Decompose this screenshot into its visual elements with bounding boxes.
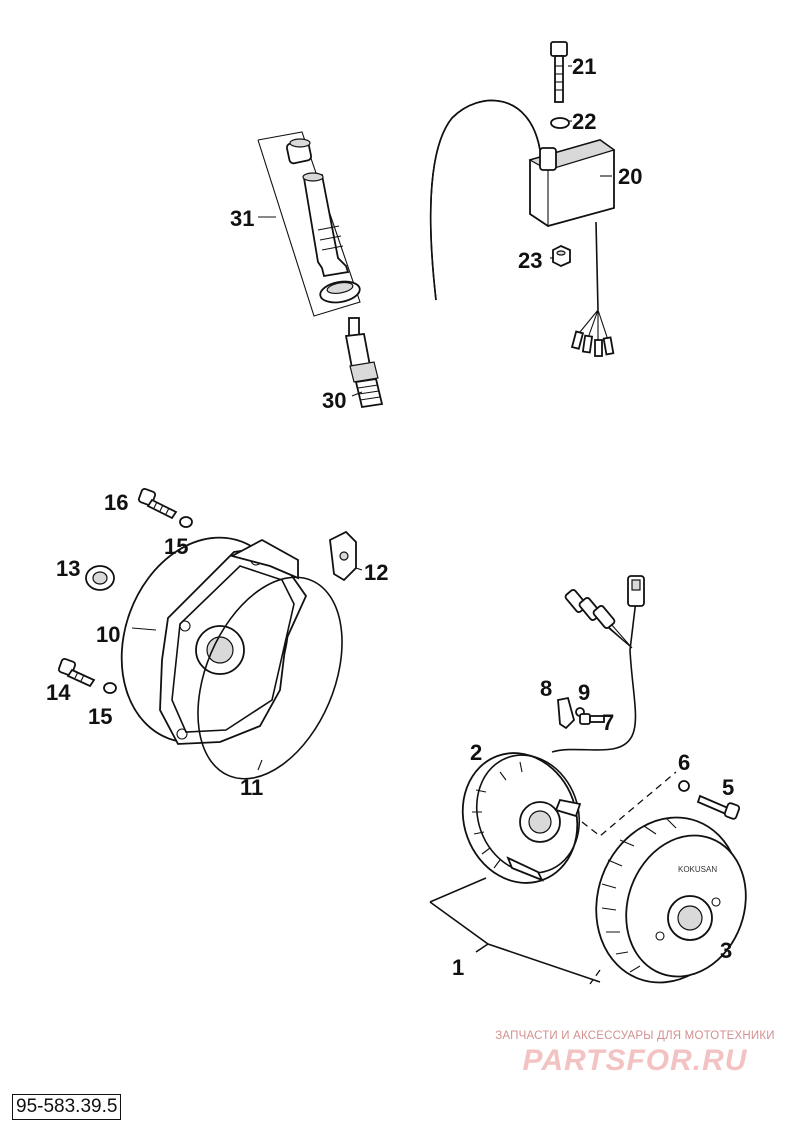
stator bbox=[461, 575, 645, 884]
assembly-dashed-line bbox=[581, 771, 677, 837]
callout-23: 23 bbox=[518, 248, 542, 273]
cable-clip bbox=[329, 530, 357, 582]
callout-22: 22 bbox=[572, 109, 596, 134]
coil-washer bbox=[550, 117, 570, 129]
watermark-logo: PARTSFOR.RU bbox=[522, 1044, 748, 1077]
callout-15-top: 15 bbox=[164, 534, 188, 559]
group-leader-1 bbox=[429, 877, 601, 983]
callout-16: 16 bbox=[104, 490, 128, 515]
coil-nut bbox=[552, 245, 571, 267]
callout-3: 3 bbox=[720, 938, 732, 963]
callout-1: 1 bbox=[452, 955, 464, 980]
cover-gasket bbox=[197, 576, 343, 780]
generator-cover bbox=[120, 536, 308, 745]
callout-7: 7 bbox=[602, 710, 614, 735]
ignition-coil bbox=[429, 99, 616, 357]
callout-8: 8 bbox=[540, 676, 552, 701]
callout-15-bottom: 15 bbox=[88, 704, 112, 729]
cover-screw-top bbox=[137, 487, 178, 520]
callout-31: 31 bbox=[230, 206, 254, 231]
coil-bolt bbox=[550, 41, 568, 103]
cable-tab bbox=[557, 696, 576, 730]
leader-lines bbox=[131, 65, 612, 771]
watermark: ЗАПЧАСТИ И АКСЕССУАРЫ ДЛЯ МОТОТЕХНИКИ PA… bbox=[480, 1030, 790, 1078]
callout-11: 11 bbox=[240, 775, 263, 800]
spark-plug-cap-group bbox=[257, 131, 361, 317]
cover-screw-bottom bbox=[57, 657, 96, 688]
tab-screw bbox=[579, 713, 605, 725]
callout-5: 5 bbox=[722, 775, 734, 800]
spark-plug bbox=[344, 317, 384, 409]
rotor-bolt bbox=[696, 794, 741, 820]
rotor-washer bbox=[678, 780, 690, 792]
callout-9: 9 bbox=[578, 680, 590, 705]
callout-14: 14 bbox=[46, 680, 71, 705]
callout-6: 6 bbox=[678, 750, 690, 775]
callout-13: 13 bbox=[56, 556, 80, 581]
watermark-caption: ЗАПЧАСТИ И АКСЕССУАРЫ ДЛЯ МОТОТЕХНИКИ bbox=[495, 1030, 775, 1042]
callout-30: 30 bbox=[322, 388, 346, 413]
callout-21: 21 bbox=[572, 54, 596, 79]
washer-bottom bbox=[103, 682, 117, 694]
svg-text:KOKUSAN: KOKUSAN bbox=[678, 865, 717, 874]
callout-12: 12 bbox=[364, 560, 388, 585]
grommet bbox=[85, 565, 115, 591]
flywheel-rotor: KOKUSAN bbox=[595, 816, 747, 984]
callout-10: 10 bbox=[96, 622, 120, 647]
assembly-dashed-line-lower bbox=[589, 969, 601, 985]
drawing-number: 95-583.39.5 bbox=[12, 1094, 122, 1120]
washer-top bbox=[179, 516, 193, 528]
callout-labels: 1 2 3 5 6 7 8 9 10 11 12 13 14 15 15 16 … bbox=[46, 54, 734, 980]
callout-2: 2 bbox=[470, 740, 482, 765]
callout-20: 20 bbox=[618, 164, 642, 189]
